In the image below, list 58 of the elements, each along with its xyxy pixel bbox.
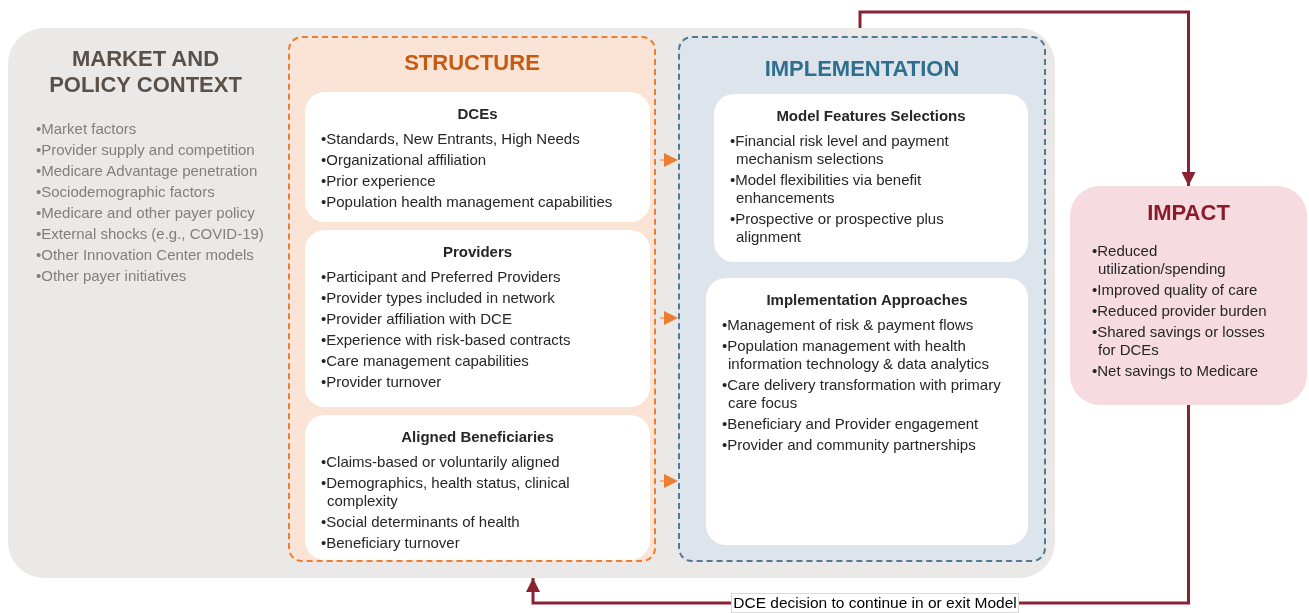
edge-label: DCE decision to continue in or exit Model: [731, 593, 1019, 613]
bullet-item: •Demographics, health status, clinical complexity: [321, 474, 571, 510]
content-card: [706, 278, 1028, 545]
heading: MARKET AND POLICY CONTEXT: [48, 46, 243, 98]
bullet-item: •Medicare Advantage penetration: [36, 162, 259, 180]
heading: Model Features Selections: [775, 106, 967, 125]
arrow: [659, 153, 678, 167]
bullet-item: •Care delivery transformation with primary care focus: [722, 376, 1002, 412]
bullet-item: •Participant and Preferred Providers: [321, 268, 562, 286]
bullet-item: •Experience with risk-based contracts: [321, 331, 572, 349]
bullet-item: •Social determinants of health: [321, 513, 521, 531]
heading: Implementation Approaches: [765, 290, 969, 309]
bullet-item: •Beneficiary turnover: [321, 534, 461, 552]
arrow: [659, 311, 678, 325]
arrow: [858, 10, 1196, 186]
heading: IMPACT: [1146, 200, 1231, 226]
heading: Providers: [441, 242, 514, 261]
bullet-item: •Management of risk & payment flows: [722, 316, 975, 334]
bullet-item: •Prospective or prospective plus alignment: [730, 210, 945, 246]
bullet-item: •Other payer initiatives: [36, 267, 188, 285]
bullet-item: •Organizational affiliation: [321, 151, 488, 169]
bullet-item: •Standards, New Entrants, High Needs: [321, 130, 581, 148]
content-card: [305, 415, 650, 560]
bullet-item: •Reduced utilization/spending: [1092, 242, 1227, 278]
structure-panel: [288, 36, 656, 562]
bullet-item: •Model flexibilities via benefit enhancements: [730, 171, 923, 207]
bullet-item: •Other Innovation Center models: [36, 246, 255, 264]
bullet-item: •Sociodemographic factors: [36, 183, 216, 201]
bullet-item: •Prior experience: [321, 172, 437, 190]
impact-panel: [1070, 186, 1307, 405]
bullet-item: •Population management with health information technology & data analytics: [722, 337, 990, 373]
heading: DCEs: [456, 104, 499, 123]
bullet-item: •Medicare and other payer policy: [36, 204, 256, 222]
bullet-item: •Reduced provider burden: [1092, 302, 1268, 320]
bullet-item: •Provider turnover: [321, 373, 443, 391]
content-card: [305, 92, 650, 222]
bullet-item: •Provider types included in network: [321, 289, 556, 307]
content-card: [714, 94, 1028, 262]
heading: Aligned Beneficiaries: [400, 427, 555, 446]
context-panel: [8, 28, 1055, 578]
bullet-item: •Net savings to Medicare: [1092, 362, 1260, 380]
bullet-item: •External shocks (e.g., COVID-19): [36, 225, 265, 243]
implementation-panel: [678, 36, 1046, 562]
bullet-item: •Claims-based or voluntarily aligned: [321, 453, 561, 471]
bullet-item: •Population health management capabilities: [321, 193, 614, 211]
content-card: [305, 230, 650, 407]
bullet-item: •Care management capabilities: [321, 352, 530, 370]
bullet-item: •Provider supply and competition: [36, 141, 256, 159]
bullet-item: •Provider affiliation with DCE: [321, 310, 513, 328]
heading: IMPLEMENTATION: [763, 56, 961, 82]
bullet-item: •Improved quality of care: [1092, 281, 1259, 299]
bullet-item: •Financial risk level and payment mechanism selections: [730, 132, 950, 168]
bullet-item: •Provider and community partnerships: [722, 436, 977, 454]
heading: STRUCTURE: [403, 50, 541, 76]
bullet-item: •Market factors: [36, 120, 138, 138]
bullet-item: •Shared savings or losses for DCEs: [1092, 323, 1266, 359]
arrow: [659, 474, 678, 488]
bullet-item: •Beneficiary and Provider engagement: [722, 415, 980, 433]
